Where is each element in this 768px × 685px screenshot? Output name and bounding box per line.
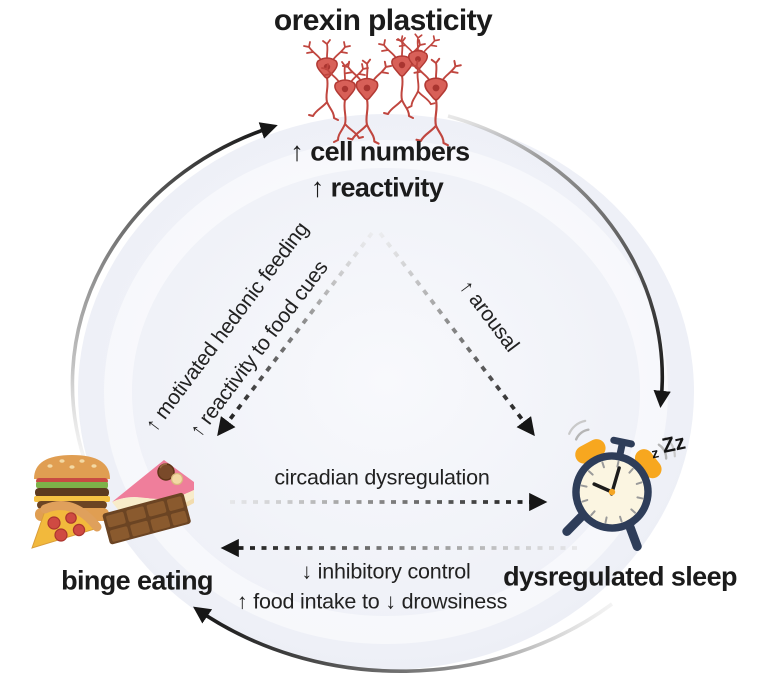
edge-label-food-intake-drowsiness: ↑ food intake to ↓ drowsiness <box>236 589 508 614</box>
edge-label-circadian-dysregulation: circadian dysregulation <box>274 465 490 490</box>
dysregulated-sleep-label: dysregulated sleep <box>503 561 737 592</box>
cell-numbers-label: ↑ cell numbers <box>290 136 470 167</box>
chocolate-icon <box>102 492 191 545</box>
zzz-big: Zz <box>659 430 688 458</box>
edge-label-inhibitory-control: ↓ inhibitory control <box>301 559 471 584</box>
cycle-arrow-orexin-to-sleep <box>447 114 671 409</box>
pizza-icon <box>31 501 102 549</box>
reactivity-label: ↑ reactivity <box>310 172 444 203</box>
orexin-plasticity-label: orexin plasticity <box>273 4 493 37</box>
binge-food-icons <box>31 455 194 549</box>
binge-eating-label: binge eating <box>61 565 213 596</box>
cycle-arrow-binge-to-orexin <box>70 122 278 471</box>
dashed-arrow-orexin-to-sleep <box>378 231 535 437</box>
dashed-arrow-orexin-to-binge <box>217 231 374 437</box>
cycle-arrow-sleep-to-binge <box>193 602 614 673</box>
alarm-clock-icon <box>562 419 676 551</box>
